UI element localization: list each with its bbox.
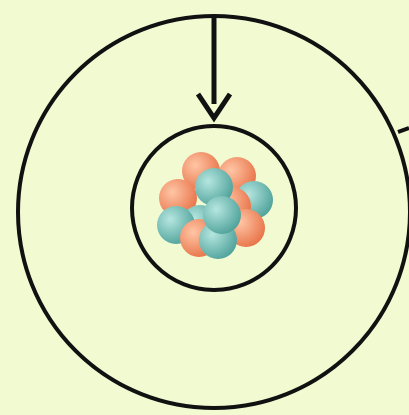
pointer-arrow: [198, 18, 230, 118]
nucleus: [157, 152, 273, 259]
outer-ring-edge-mark: [398, 128, 409, 132]
neutron: [203, 196, 241, 234]
